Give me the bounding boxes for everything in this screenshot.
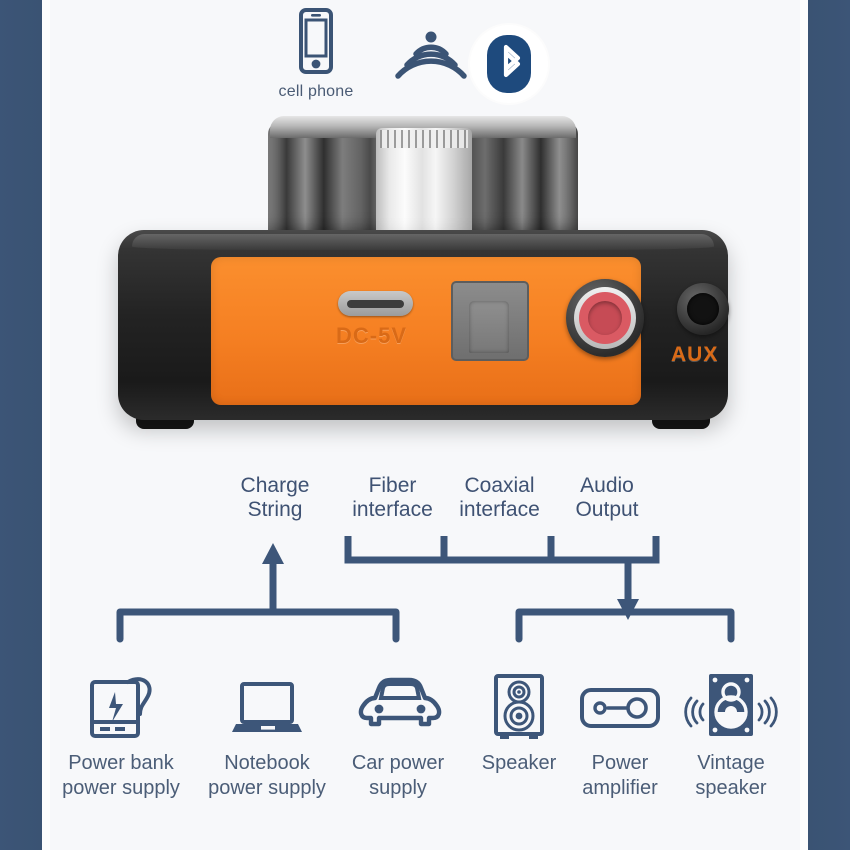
speaker-icon <box>482 674 556 746</box>
car-icon <box>353 677 443 746</box>
device-car-power-label: Car power supply <box>351 752 445 799</box>
knob-top-bevel <box>270 116 576 138</box>
usb-c-port[interactable] <box>338 291 413 316</box>
callout-charge-string: Charge String <box>240 474 310 521</box>
device-foot-left <box>136 417 194 429</box>
cell-phone-label: cell phone <box>278 83 354 100</box>
wireless-waves-icon <box>392 28 470 91</box>
callout-fiber-interface: Fiber interface <box>352 474 433 521</box>
aux-port-label: AUX <box>671 343 719 366</box>
usb-c-port-label: DC-5V <box>336 323 408 348</box>
left-frame-bar <box>0 0 42 850</box>
optical-toslink-port[interactable] <box>451 281 529 361</box>
device-power-amplifier: Power amplifier <box>565 670 675 801</box>
laptop-icon <box>224 682 310 746</box>
device-speaker-label: Speaker <box>481 752 557 774</box>
aux-port-inner <box>687 293 719 325</box>
vintage-speaker-icon <box>683 674 779 746</box>
device-faceplate: DC-5V AUX <box>211 257 729 405</box>
device-car-power: Car power supply <box>340 670 456 801</box>
callout-audio-output: Audio Output <box>575 474 639 521</box>
device-vintage-speaker-label: Vintage speaker <box>695 752 767 799</box>
callout-coaxial-interface: Coaxial interface <box>459 474 540 521</box>
volume-knob[interactable] <box>268 116 578 244</box>
rca-ring-red <box>579 292 631 344</box>
device-speaker: Speaker <box>462 670 576 776</box>
rca-ring-outer <box>574 287 636 349</box>
device-power-bank-label: Power bank power supply <box>62 752 180 799</box>
device-vintage-speaker: Vintage speaker <box>672 670 790 801</box>
left-frame-gap <box>42 0 50 850</box>
device-power-amplifier-label: Power amplifier <box>582 752 658 799</box>
device-power-bank: Power bank power supply <box>62 670 180 801</box>
right-frame-bar <box>808 0 850 850</box>
device-notebook-label: Notebook power supply <box>208 752 326 799</box>
device-foot-right <box>652 417 710 429</box>
aux-3-5mm-port[interactable] <box>677 283 729 335</box>
source-device-row: cell phone <box>0 0 850 112</box>
device-shell-highlight <box>132 234 714 250</box>
optical-port-inner <box>469 301 509 353</box>
bluetooth-icon[interactable] <box>470 25 548 103</box>
bluetooth-receiver-device: DC-5V AUX <box>118 112 729 442</box>
rca-coaxial-port[interactable] <box>566 279 644 357</box>
cell-phone-block: cell phone <box>268 8 364 101</box>
connector-lines <box>116 536 735 643</box>
right-frame-gap <box>800 0 808 850</box>
arrow-up-head <box>262 543 284 564</box>
amplifier-icon <box>574 688 666 746</box>
device-notebook: Notebook power supply <box>206 670 328 801</box>
power-bank-icon <box>82 677 160 746</box>
connection-diagram: Charge String Fiber interface Coaxial in… <box>0 442 850 850</box>
rca-center <box>588 301 622 335</box>
cell-phone-icon <box>290 8 342 78</box>
knob-ridges <box>380 130 468 148</box>
